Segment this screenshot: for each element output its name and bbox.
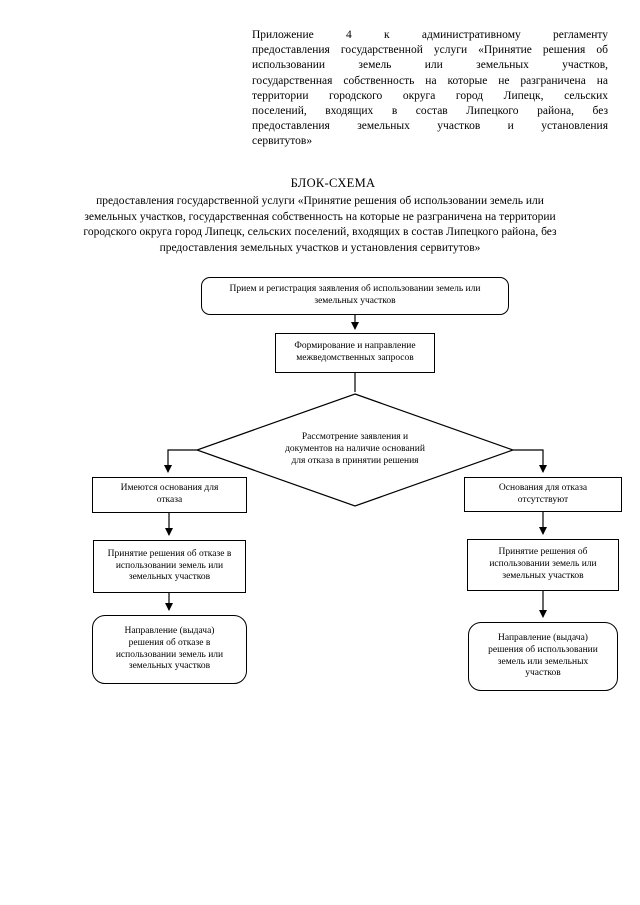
decision-diamond: [195, 393, 515, 507]
appendix-note-line: предоставления государственной услуги «П…: [252, 44, 608, 57]
node-no-grounds: Основания для отказа отсутствуют: [464, 477, 622, 512]
page-subtitle: предоставления государственной услуги «П…: [0, 194, 640, 256]
appendix-note-line: использовании земель или земельных участ…: [252, 59, 608, 72]
appendix-note-line: предоставления земельных участков и уста…: [252, 120, 608, 133]
appendix-note-line: Приложение 4 к административному регламе…: [252, 29, 608, 41]
appendix-note-line: сервитутов»: [252, 135, 313, 148]
edge-decision-no-grounds: [513, 449, 547, 473]
page-subtitle-line: городского округа город Липецк, сельских…: [83, 226, 557, 238]
node-review-decision: Рассмотрение заявления и документов на н…: [285, 432, 425, 466]
node-refusal-decision: Принятие решения об отказе в использован…: [93, 540, 246, 593]
node-refusal-issuance: Направление (выдача) решения об отказе в…: [92, 615, 247, 684]
appendix-note: Приложение 4 к административному регламе…: [252, 28, 608, 150]
node-use-issuance: Направление (выдача) решения об использо…: [468, 622, 618, 691]
node-start: Прием и регистрация заявления об использ…: [201, 277, 509, 315]
appendix-note-line: государственная собственность на которые…: [252, 74, 608, 87]
appendix-note-line: поселений, входящих в состав Липецкого р…: [252, 105, 608, 118]
page-subtitle-line: предоставления земельных участков и уста…: [159, 241, 481, 254]
page-subtitle-line: земельных участков, государственная собс…: [84, 210, 556, 223]
edge-decision-grounds-exist: [164, 449, 197, 473]
node-grounds-exist: Имеются основания для отказа: [92, 477, 247, 513]
node-use-decision: Принятие решения об использовании земель…: [467, 539, 619, 591]
page-subtitle-line: предоставления государственной услуги «П…: [96, 195, 544, 207]
node-interagency-requests: Формирование и направление межведомствен…: [275, 333, 435, 373]
page-title: БЛОК-СХЕМА: [290, 176, 376, 190]
appendix-note-line: территории городского округа город Липец…: [252, 89, 608, 102]
